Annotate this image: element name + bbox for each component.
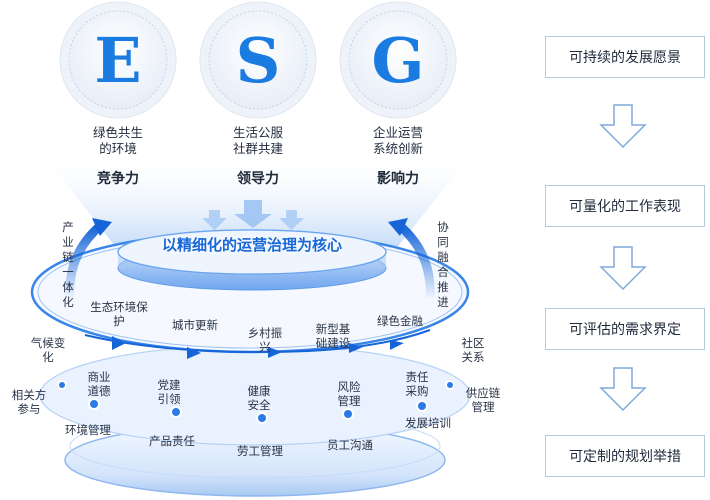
outer-right-1: 社区关系 [461,336,485,364]
s-strength: 领导力 [237,171,279,187]
outer-left-2: 相关方参与 [11,388,47,416]
ring-label-2: 城市更新 [172,318,218,332]
flow-step-2: 可量化的工作表现 [545,185,705,227]
bottom-label-3: 劳工管理 [237,444,283,458]
ring-label-3: 乡村振兴 [247,326,283,354]
outer-left-1: 气候变化 [30,336,66,364]
outer-right-2: 供应链管理 [465,386,501,414]
s-description: 生活公服社群共建 [232,125,283,156]
down-arrows [202,200,304,230]
esg-letter-g: G [372,24,425,97]
node-label-2: 党建引领 [157,378,181,406]
node-label-4: 风险管理 [337,380,361,408]
g-strength: 影响力 [377,171,419,187]
g-description: 企业运营系统创新 [372,125,423,156]
e-description: 绿色共生的环境 [92,125,143,156]
flow-step-4: 可定制的规划举措 [545,435,705,477]
bottom-label-1: 环境管理 [65,423,111,437]
flow-step-3: 可评估的需求界定 [545,308,705,350]
esg-letter-e: E [94,24,141,97]
core-title: 以精细化的运营治理为核心 [161,236,342,254]
side-label-left: 产业链一体化 [62,220,74,309]
ring-label-1: 生态环境保护 [90,300,148,328]
ring-label-4: 新型基础建设 [315,322,351,350]
bottom-label-2: 产品责任 [149,434,195,448]
bottom-label-5: 发展培训 [405,416,451,430]
side-label-right: 协同融合推进 [437,220,449,309]
node-label-5: 责任采购 [405,370,429,398]
flow-path [84,329,431,354]
left-up-arrow [65,222,104,301]
ring-dots [57,380,455,424]
esg-circles: E S G [59,1,457,119]
flow-step-1: 可持续的发展愿景 [545,36,705,78]
node-label-1: 商业道德 [87,370,111,398]
right-up-arrow [396,222,435,301]
flow-arrows [599,104,647,412]
node-label-3: 健康安全 [247,384,271,412]
e-strength: 竞争力 [97,171,139,187]
esg-letter-s: S [236,24,281,97]
bottom-label-4: 员工沟通 [327,438,373,452]
ring-label-5: 绿色金融 [377,314,423,328]
